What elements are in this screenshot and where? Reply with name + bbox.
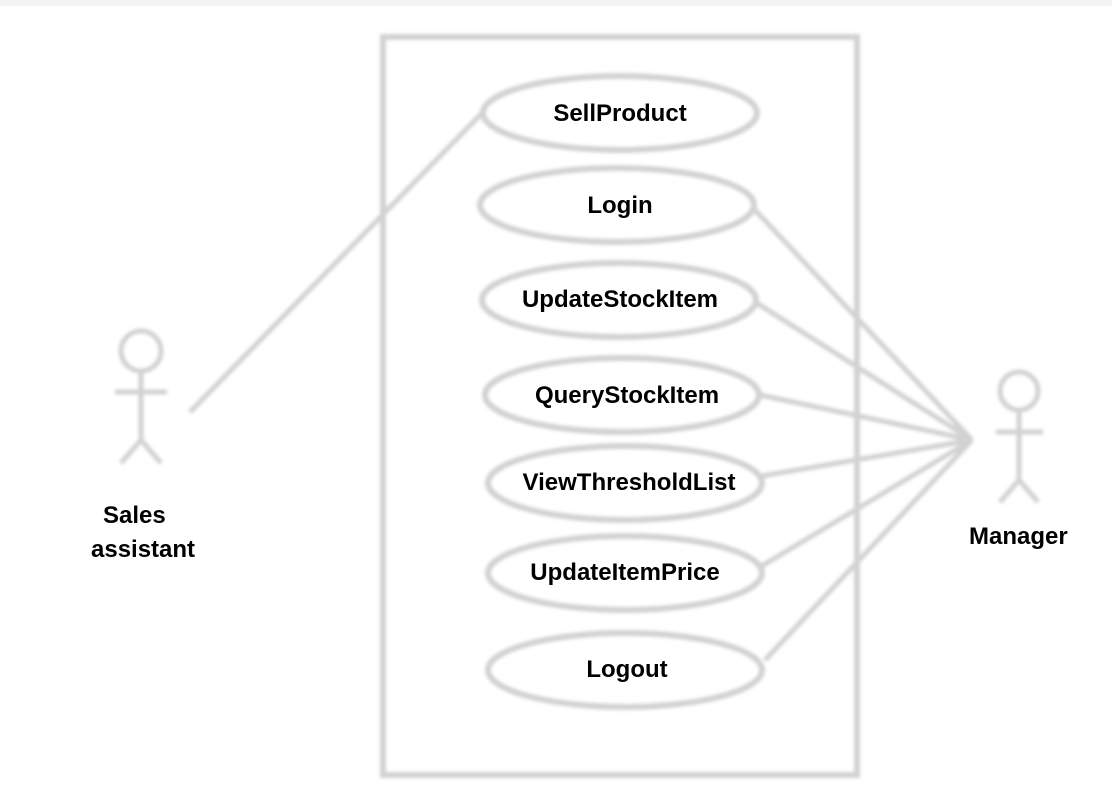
use-case-label-login: Login bbox=[587, 192, 653, 219]
actor-icon-sales-assistant[interactable] bbox=[115, 328, 167, 465]
use-case-label-logout: Logout bbox=[586, 656, 668, 683]
use-case-ellipse-sellproduct[interactable] bbox=[480, 73, 760, 153]
use-case-ellipse-logout[interactable] bbox=[485, 630, 765, 710]
association-manager-updatestockitem bbox=[753, 299, 974, 443]
use-case-label-updateitemprice: UpdateItemPrice bbox=[530, 559, 720, 586]
actor-label-line-2: assistant bbox=[91, 536, 196, 563]
use-case-ellipse-viewthresholdlist[interactable] bbox=[485, 443, 765, 523]
association-manager-updateitemprice bbox=[753, 437, 974, 573]
use-case-ellipse-updateitemprice[interactable] bbox=[485, 533, 765, 613]
actor-label-line-1: Sales bbox=[103, 502, 166, 529]
use-case-ellipse-updatestockitem[interactable] bbox=[479, 260, 759, 340]
use-case-label-querystockitem: QueryStockItem bbox=[534, 382, 720, 409]
association-manager-login bbox=[753, 208, 974, 442]
use-case-label-viewthresholdlist: ViewThresholdList bbox=[522, 469, 736, 496]
actor-icon-manager[interactable] bbox=[996, 369, 1043, 504]
use-case-label-updatestockitem: UpdateStockItem bbox=[521, 286, 719, 313]
use-case-ellipse-login[interactable] bbox=[477, 165, 757, 245]
use-case-label-sellproduct: SellProduct bbox=[553, 100, 687, 127]
top-strip bbox=[0, 0, 1112, 6]
use-case-ellipse-querystockitem[interactable] bbox=[482, 355, 762, 435]
association-manager-logout bbox=[763, 438, 974, 662]
association-manager-querystockitem bbox=[759, 392, 973, 443]
association-manager-viewthresholdlist bbox=[761, 437, 973, 479]
actor-label-manager: Manager bbox=[969, 523, 1068, 550]
actor-label-sales-assistant: Sales assistant bbox=[91, 499, 195, 567]
system-boundary bbox=[380, 34, 860, 778]
association-sales-sellproduct bbox=[188, 106, 489, 414]
